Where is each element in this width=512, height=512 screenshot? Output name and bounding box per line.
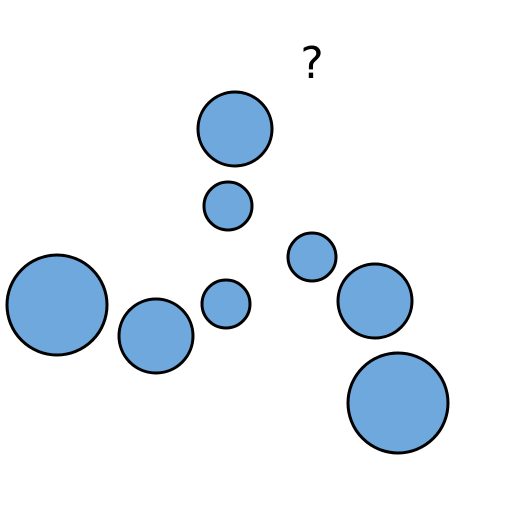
- circle-left-extra-large: [5, 253, 109, 357]
- question-mark: ?: [300, 38, 323, 89]
- circle-right-extra-large: [346, 351, 450, 455]
- circle-left-medium: [117, 297, 195, 375]
- circle-left-small: [200, 278, 252, 330]
- circle-upper-large: [196, 90, 274, 168]
- circle-right-small: [286, 231, 338, 283]
- circle-upper-small: [202, 180, 254, 232]
- circle-right-medium: [336, 262, 414, 340]
